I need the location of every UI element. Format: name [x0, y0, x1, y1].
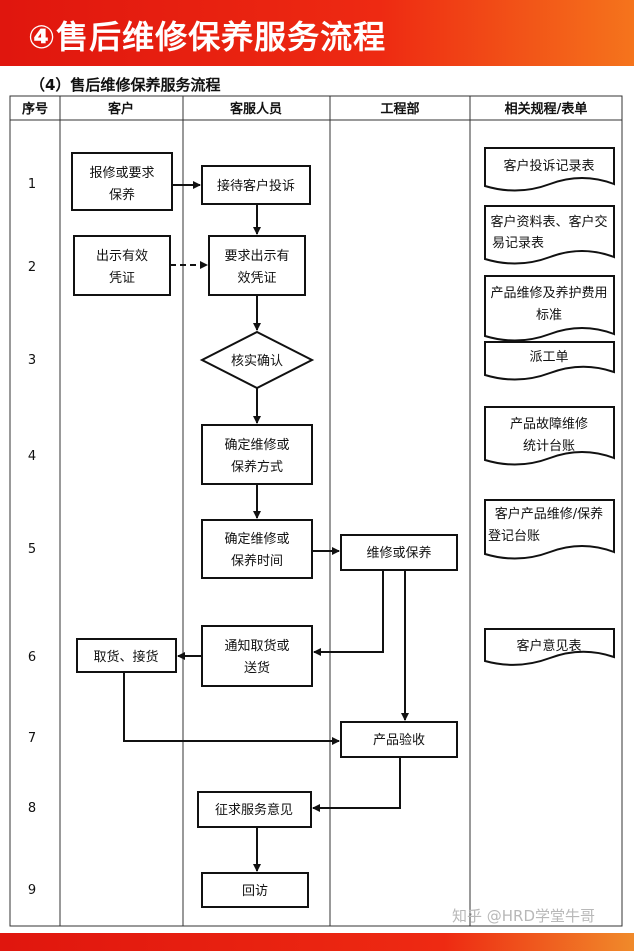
node-label: 征求服务意见 — [215, 802, 293, 818]
node-label: 维修或保养 — [366, 545, 431, 561]
node-label: 效凭证 — [237, 271, 276, 286]
process-box — [201, 165, 311, 205]
row-number: 2 — [28, 260, 36, 275]
process-box — [197, 791, 312, 828]
watermark: 知乎 @HRD学堂牛哥 — [452, 907, 596, 925]
node-label: 出示有效 — [96, 249, 148, 264]
header-forms: 相关规程/表单 — [505, 101, 588, 117]
form-label: 标准 — [536, 308, 562, 323]
node-label: 通知取货或 — [224, 638, 289, 654]
header-customer: 客户 — [108, 101, 134, 117]
header-engineering: 工程部 — [380, 101, 419, 117]
node-label: 回访 — [242, 884, 268, 899]
form-label: 易记录表 — [492, 236, 544, 251]
node-label: 核实确认 — [231, 354, 283, 369]
header-seq: 序号 — [22, 101, 48, 117]
form-label: 客户资料表、客户交 — [490, 214, 607, 230]
process-box — [71, 152, 173, 211]
form-label: 客户意见表 — [516, 638, 581, 654]
bottom-bar — [0, 933, 634, 951]
row-number: 7 — [28, 731, 36, 746]
row-number: 5 — [28, 542, 36, 557]
document-shape — [484, 147, 615, 192]
node-label: 保养方式 — [231, 459, 283, 475]
process-box — [201, 424, 313, 485]
node-label: 保养 — [109, 187, 135, 203]
process-box — [340, 721, 458, 758]
process-box — [340, 534, 458, 571]
document-shape — [484, 275, 615, 342]
banner-title: ④售后维修保养服务流程 — [28, 18, 387, 56]
connector-arrow — [312, 757, 401, 812]
swimlane-table — [9, 95, 623, 927]
node-label: 取货、接货 — [93, 649, 158, 665]
process-box — [208, 235, 306, 296]
row-number: 3 — [28, 353, 36, 368]
connector-arrow — [123, 672, 340, 745]
title-banner: ④售后维修保养服务流程 — [0, 0, 634, 66]
row-number: 9 — [28, 883, 36, 898]
row-number: 1 — [28, 177, 36, 192]
form-label: 派工单 — [529, 350, 568, 365]
node-label: 产品验收 — [373, 732, 425, 748]
form-label: 产品故障维修 — [510, 417, 588, 432]
connector-arrow — [313, 570, 384, 656]
row-number: 8 — [28, 801, 36, 816]
process-box — [76, 638, 177, 673]
form-label: 产品维修及养护费用 — [490, 285, 607, 301]
node-label: 保养时间 — [231, 553, 283, 569]
document-shape — [484, 499, 615, 560]
node-label: 确定维修或 — [224, 438, 289, 453]
document-shape — [484, 406, 615, 466]
form-label: 统计台账 — [523, 439, 575, 454]
row-number: 6 — [28, 650, 36, 665]
node-label: 凭证 — [109, 271, 135, 286]
process-box — [73, 235, 171, 296]
node-label: 送货 — [244, 660, 270, 676]
diagram-subtitle: （4）售后维修保养服务流程 — [30, 76, 221, 94]
node-label: 报修或要求 — [89, 166, 154, 181]
document-shape — [484, 205, 615, 265]
table-border — [9, 95, 623, 927]
node-label: 接待客户投诉 — [217, 178, 295, 194]
node-label: 要求出示有 — [224, 249, 289, 264]
form-label: 客户投诉记录表 — [503, 158, 594, 174]
node-label: 确定维修或 — [224, 532, 289, 547]
document-shape — [484, 341, 615, 381]
row-number: 4 — [28, 449, 36, 464]
process-box — [201, 872, 309, 908]
form-label: 客户产品维修/保养 — [495, 506, 603, 522]
document-shape — [484, 628, 615, 666]
process-box — [201, 519, 313, 579]
process-box — [201, 625, 313, 687]
header-service-staff: 客服人员 — [230, 101, 282, 117]
form-label: 登记台账 — [488, 529, 540, 544]
